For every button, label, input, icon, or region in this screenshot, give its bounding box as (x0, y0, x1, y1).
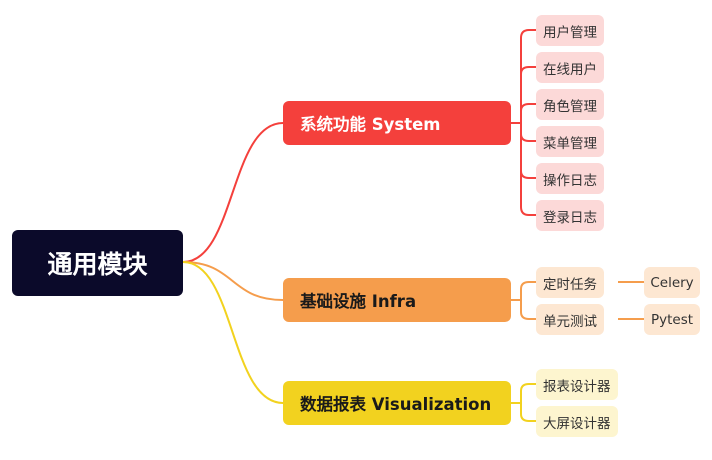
leaf-pytest[interactable]: Pytest (644, 304, 700, 335)
branch-system[interactable]: 系统功能 System (283, 101, 511, 145)
leaf-report-designer[interactable]: 报表设计器 (536, 369, 618, 400)
links-visualization (511, 383, 536, 422)
leaf-menu-management[interactable]: 菜单管理 (536, 126, 604, 157)
leaf-scheduled-tasks[interactable]: 定时任务 (536, 267, 604, 298)
leaf-dashboard-designer[interactable]: 大屏设计器 (536, 406, 618, 437)
links-system (511, 29, 536, 216)
branch-visualization[interactable]: 数据报表 Visualization (283, 381, 511, 425)
branch-infra[interactable]: 基础设施 Infra (283, 278, 511, 322)
leaf-login-log[interactable]: 登录日志 (536, 200, 604, 231)
link-root-system (182, 122, 284, 263)
root-node[interactable]: 通用模块 (12, 230, 183, 296)
leaf-unit-tests[interactable]: 单元测试 (536, 304, 604, 335)
links-infra (511, 281, 644, 320)
leaf-online-users[interactable]: 在线用户 (536, 52, 604, 83)
link-root-infra (182, 261, 284, 301)
leaf-user-management[interactable]: 用户管理 (536, 15, 604, 46)
leaf-celery[interactable]: Celery (644, 267, 700, 298)
leaf-operation-log[interactable]: 操作日志 (536, 163, 604, 194)
link-root-visualization (182, 261, 284, 404)
leaf-role-management[interactable]: 角色管理 (536, 89, 604, 120)
